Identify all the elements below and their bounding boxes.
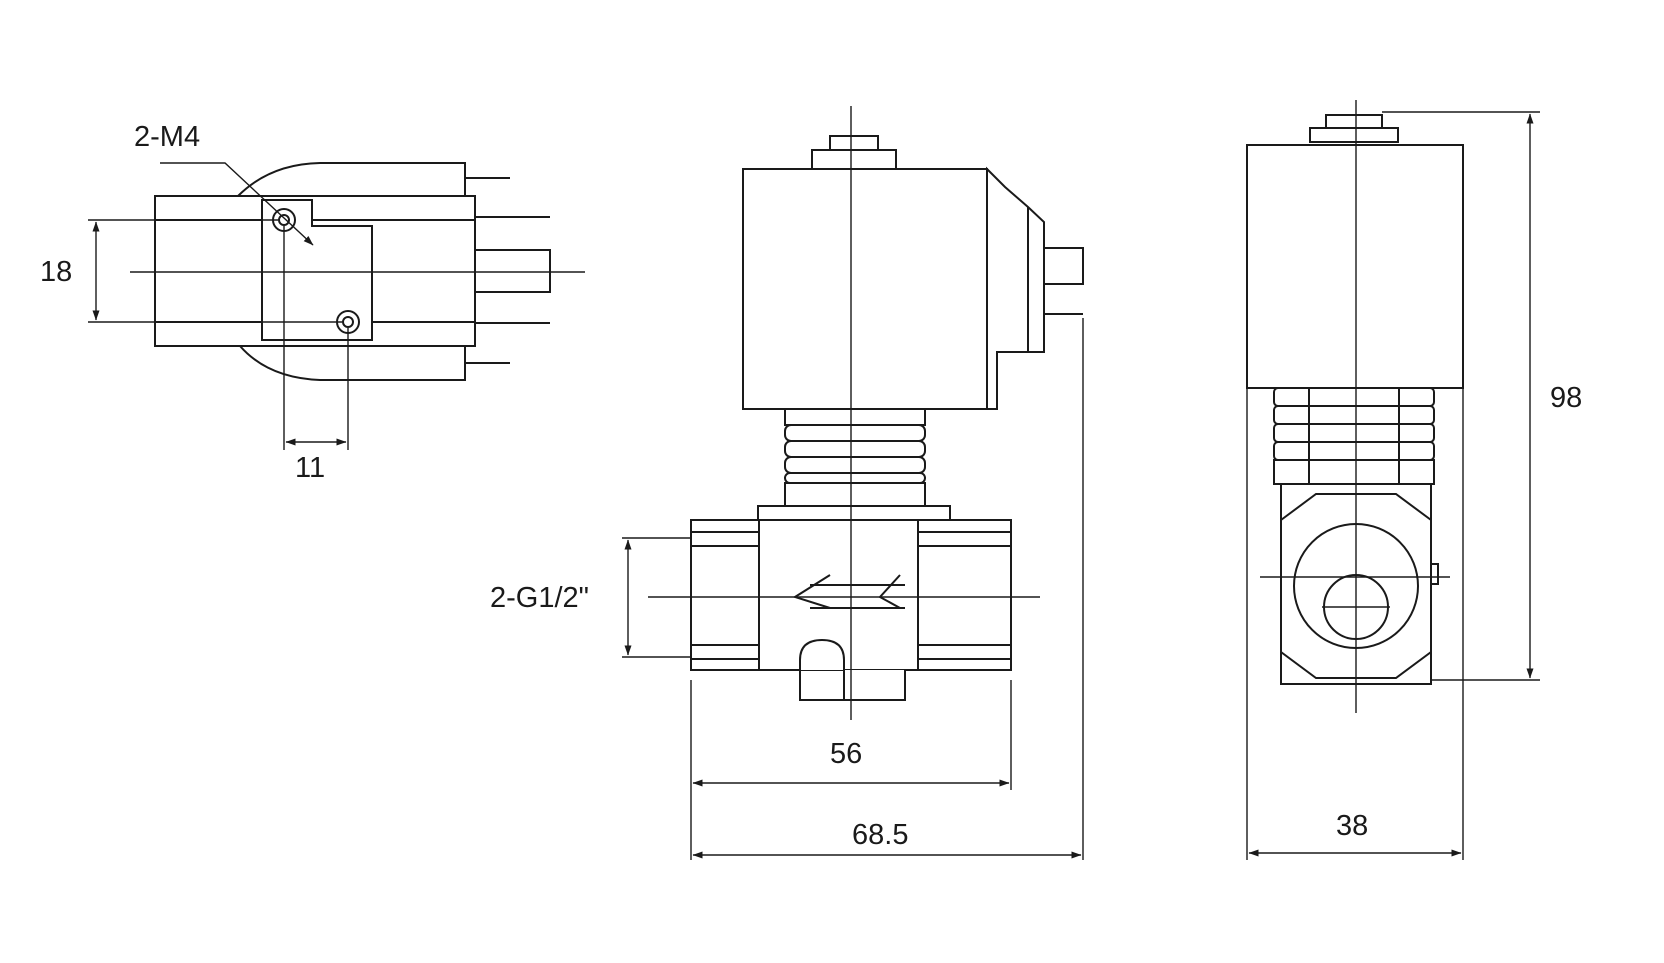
overall-height-label: 98	[1550, 382, 1582, 414]
front-view	[622, 106, 1084, 860]
body-length-label: 56	[830, 738, 862, 770]
port-thread-label: 2-G1/2"	[490, 582, 589, 614]
side-view	[1246, 100, 1540, 860]
hole-spacing-horizontal-label: 11	[295, 452, 325, 484]
body-width-label: 38	[1336, 810, 1368, 842]
hole-spacing-vertical-label: 18	[40, 256, 72, 288]
top-view	[88, 162, 585, 450]
overall-length-label: 68.5	[852, 819, 908, 851]
thread-holes-label: 2-M4	[134, 121, 200, 153]
